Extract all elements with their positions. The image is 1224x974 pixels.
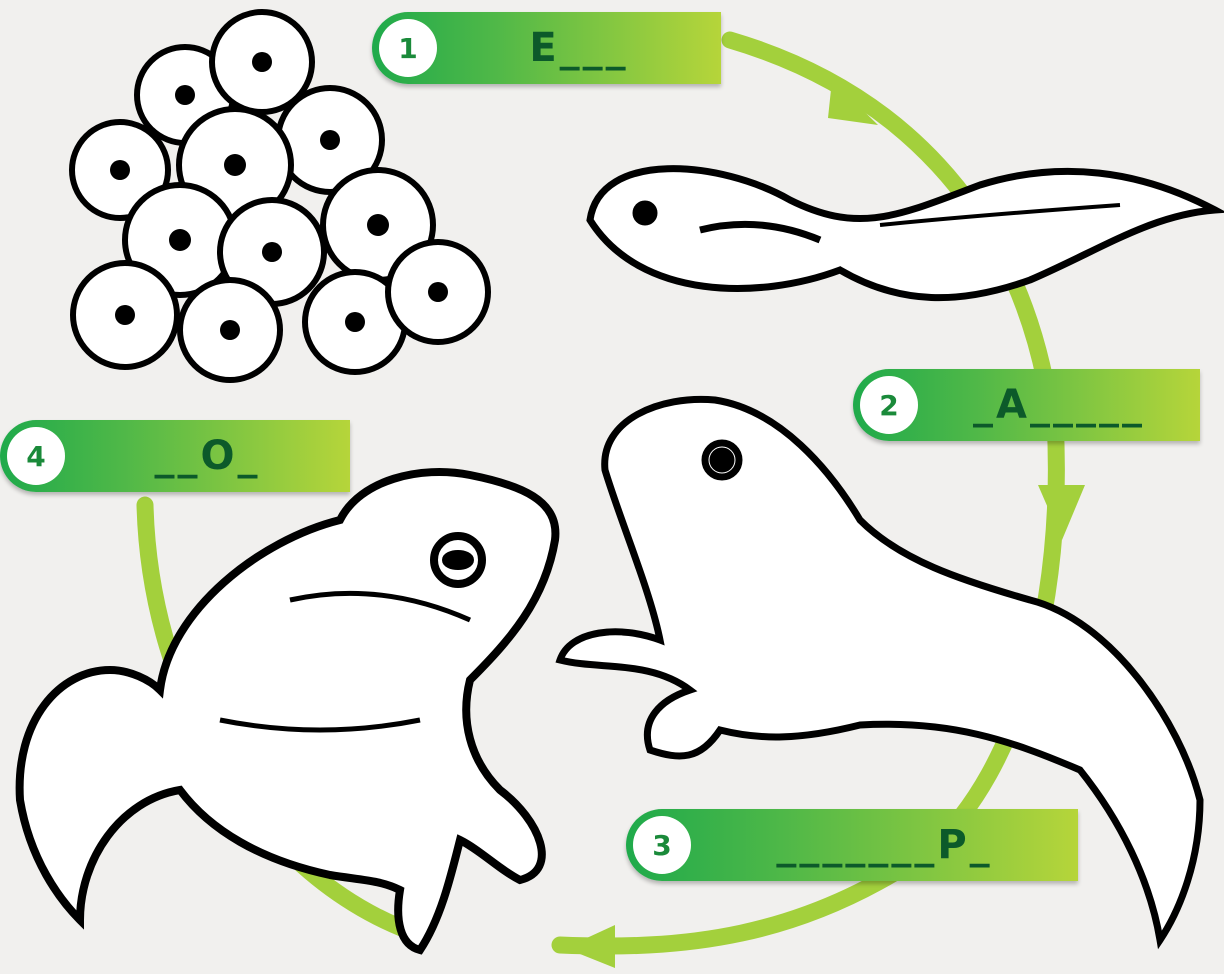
stage-number-badge: 1 bbox=[379, 19, 437, 77]
stage-label-3: 3 _______P_ bbox=[626, 809, 1078, 881]
arrowhead-2-icon bbox=[1038, 485, 1085, 540]
stage-word-blank: _______P_ bbox=[691, 822, 1078, 868]
tadpole-icon bbox=[590, 169, 1215, 298]
stage-word-blank: _A_____ bbox=[918, 382, 1200, 428]
stage-number-badge: 2 bbox=[860, 376, 918, 434]
frog-icon bbox=[20, 472, 556, 950]
stage-word-blank: __O_ bbox=[65, 433, 350, 479]
stage-label-4: 4 __O_ bbox=[0, 420, 350, 492]
arrowhead-3-icon bbox=[565, 925, 615, 968]
stage-label-1: 1 E___ bbox=[372, 12, 721, 84]
stage-word-blank: E___ bbox=[437, 25, 721, 71]
stage-number-badge: 3 bbox=[633, 816, 691, 874]
stage-number-badge: 4 bbox=[7, 427, 65, 485]
stage-label-2: 2 _A_____ bbox=[853, 369, 1200, 441]
